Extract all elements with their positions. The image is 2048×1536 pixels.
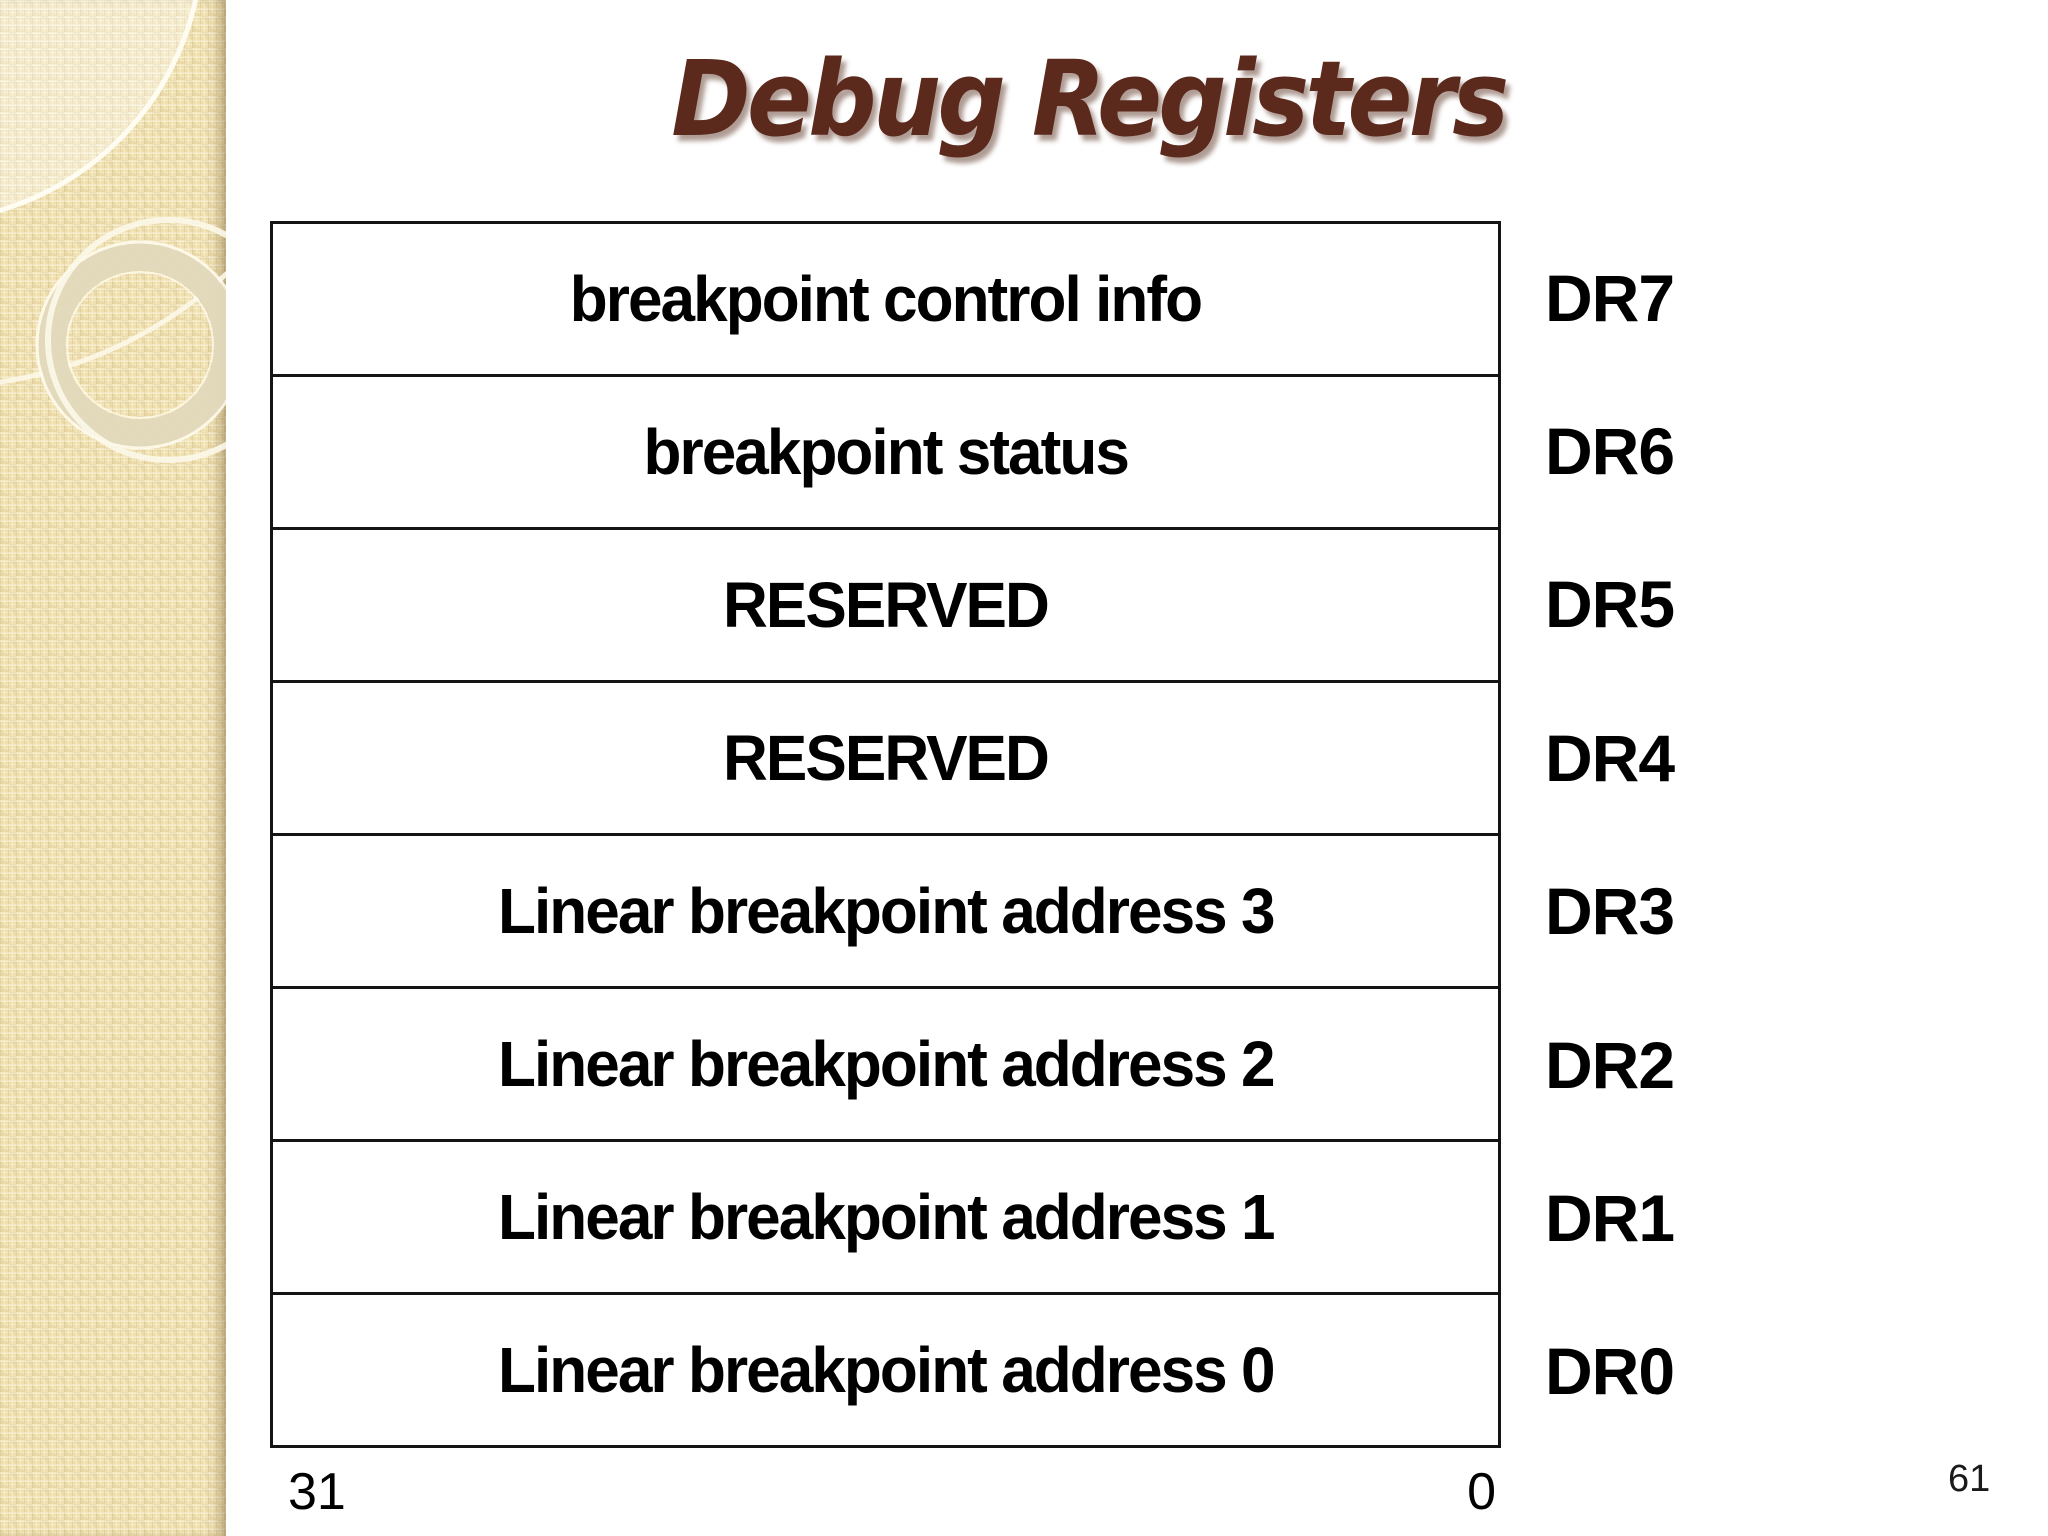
register-name: DR6: [1545, 414, 1675, 489]
register-name: DR4: [1545, 720, 1675, 795]
register-name: DR0: [1545, 1334, 1675, 1409]
register-row: Linear breakpoint address 2: [273, 986, 1498, 1139]
register-row: Linear breakpoint address 1: [273, 1139, 1498, 1292]
register-description: Linear breakpoint address 3: [497, 875, 1276, 947]
bit-index-low: 0: [1467, 1463, 1496, 1521]
bit-index-high: 31: [288, 1463, 346, 1521]
slide-title: Debug Registers: [671, 38, 1509, 160]
decorative-circles-icon: [0, 0, 226, 463]
register-table: breakpoint control info breakpoint statu…: [270, 221, 1501, 1448]
register-row: RESERVED: [273, 527, 1498, 680]
register-name: DR1: [1545, 1180, 1675, 1255]
register-row: breakpoint control info: [273, 224, 1498, 374]
register-description: Linear breakpoint address 0: [497, 1334, 1276, 1406]
register-name: DR7: [1545, 260, 1675, 335]
register-description: RESERVED: [723, 569, 1050, 641]
register-row: breakpoint status: [273, 374, 1498, 527]
page-number: 61: [1948, 1458, 1991, 1500]
register-row: Linear breakpoint address 3: [273, 833, 1498, 986]
register-name: DR5: [1545, 567, 1675, 642]
register-description: breakpoint status: [643, 416, 1129, 488]
register-description: breakpoint control info: [569, 263, 1203, 335]
register-name: DR3: [1545, 874, 1675, 949]
sidebar-decoration: [0, 0, 226, 1536]
register-row: Linear breakpoint address 0: [273, 1292, 1498, 1445]
register-name-column: DR7 DR6 DR5 DR4 DR3 DR2 DR1 DR0: [1545, 221, 1845, 1448]
register-row: RESERVED: [273, 680, 1498, 833]
register-description: Linear breakpoint address 2: [497, 1028, 1276, 1100]
register-name: DR2: [1545, 1027, 1675, 1102]
register-description: Linear breakpoint address 1: [497, 1181, 1276, 1253]
register-description: RESERVED: [723, 722, 1050, 794]
